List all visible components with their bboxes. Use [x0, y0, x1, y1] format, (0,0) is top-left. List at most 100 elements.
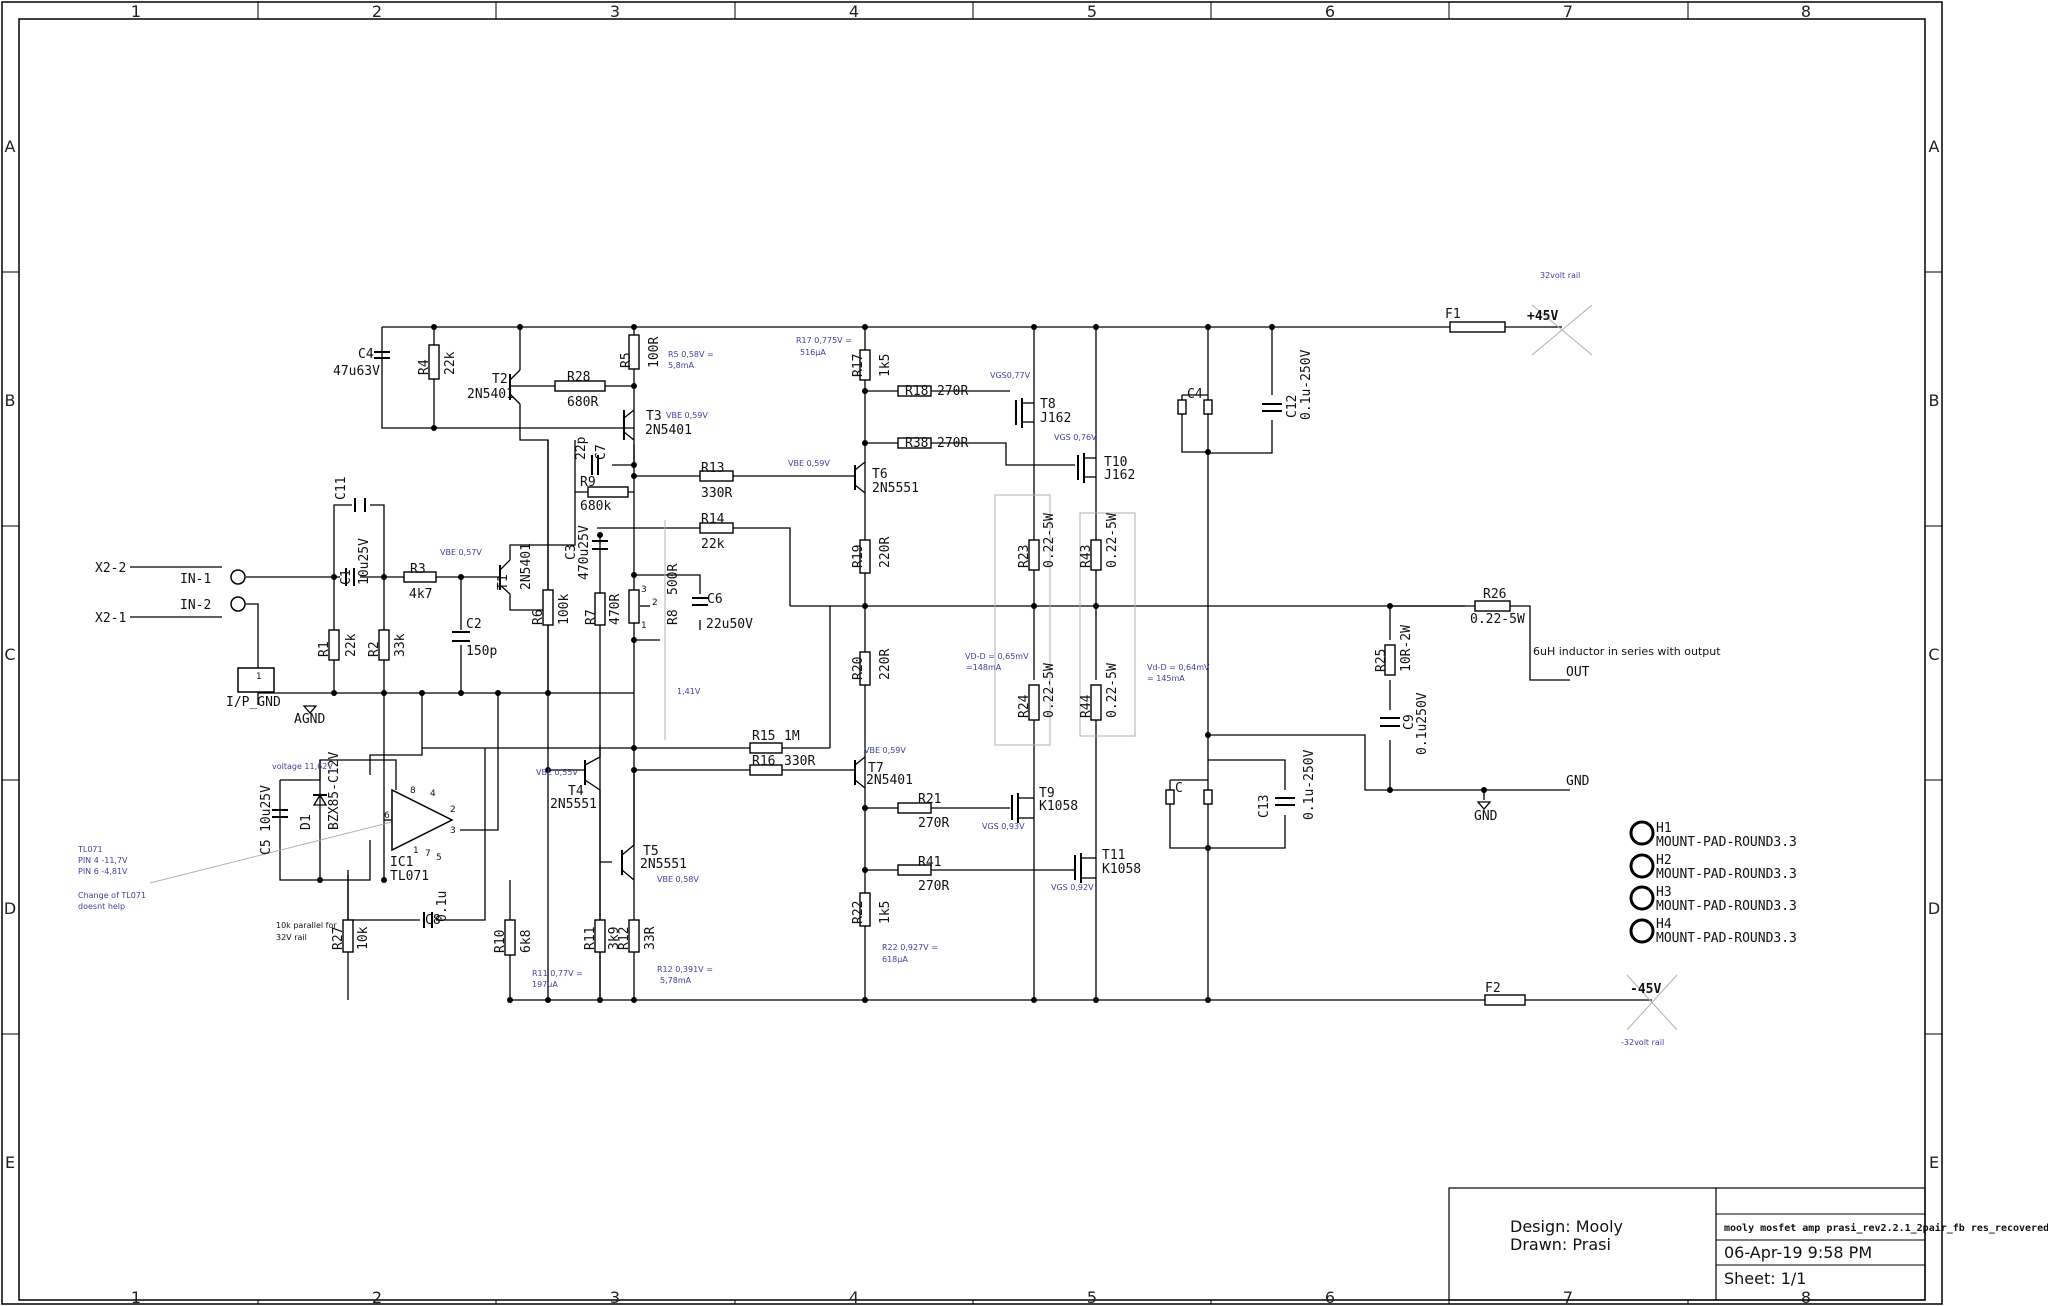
label-t2-value: 2N5401: [467, 387, 514, 402]
label-ic1: IC1: [390, 855, 413, 870]
title-design: Design: Mooly: [1510, 1217, 1623, 1236]
grid-row-d: D: [4, 899, 16, 918]
label-c2: C2: [466, 617, 482, 632]
label-ic-pin-7: 7: [425, 849, 431, 859]
label-c9-value: 0.1u250V: [1415, 692, 1430, 755]
label-r22-value: 1k5: [878, 901, 893, 924]
label-d1: D1: [299, 814, 314, 830]
label-c6: C6: [707, 592, 723, 607]
label-r15-value: 1M: [784, 729, 800, 744]
label-r21-value: 270R: [918, 816, 949, 831]
label-r38-value: 270R: [937, 436, 968, 451]
label-r9-value: 680k: [580, 499, 611, 514]
label-r22: R22: [851, 901, 866, 924]
component-bodies: [230, 304, 1678, 1031]
note-t1: VBE 0,57V: [440, 548, 482, 557]
label-t7-value: 2N5401: [866, 773, 913, 788]
label-r17-value: 1k5: [878, 354, 893, 377]
label-t5: T5: [643, 844, 659, 859]
label-t2: T2: [492, 372, 508, 387]
label-h2: H2: [1656, 853, 1672, 868]
label-t3-value: 2N5401: [645, 423, 692, 438]
label-r8-value: 500R: [666, 564, 681, 595]
label-r27-value: 10k: [356, 926, 371, 950]
label-out: OUT: [1566, 665, 1590, 680]
title-sheet: Sheet: 1/1: [1724, 1269, 1806, 1288]
label-c12-value: 0.1u-250V: [1299, 349, 1314, 420]
label-r26-value: 0.22-5W: [1470, 612, 1525, 627]
label-t8: T8: [1040, 397, 1056, 412]
grid-row-b: B: [5, 391, 16, 410]
connector-labels: X2-2 X2-1 IN-1 IN-2 1 I/P_GND AGND +45V …: [95, 271, 1721, 1047]
label-r3-value: 4k7: [409, 587, 432, 602]
note-t8: VGS0,77V: [990, 371, 1031, 380]
note-r11: R11 0,77V =: [532, 969, 583, 978]
label-c5-value: 10u25V: [259, 785, 274, 832]
label-r8: R8: [666, 609, 681, 625]
label-c4: C4: [358, 347, 374, 362]
grid-row-d-right: D: [1928, 899, 1940, 918]
note-pos-rail: 32volt rail: [1540, 271, 1580, 280]
label-r24-value: 0.22-5W: [1042, 663, 1057, 718]
label-c4-plus: C4: [1187, 387, 1203, 402]
label-r9: R9: [580, 475, 596, 490]
label-h2-value: MOUNT-PAD-ROUND3.3: [1656, 867, 1797, 882]
grid-col-4: 4: [849, 2, 859, 21]
label-c5: C5: [259, 839, 274, 855]
grid-col-5: 5: [1087, 2, 1097, 21]
label-ic-pin-1: 1: [413, 846, 419, 856]
label-r7-value: 470R: [608, 594, 623, 625]
label-r4: R4: [417, 359, 432, 375]
label-c13-value: 0.1u-250V: [1302, 749, 1317, 820]
grid-row-c: C: [4, 645, 15, 664]
label-inductor-note: 6uH inductor in series with output: [1533, 645, 1721, 658]
label-ic-pin-4: 4: [430, 789, 436, 799]
label-c8-value: 0.1u: [435, 891, 450, 922]
grid-col-3-bottom: 3: [610, 1288, 620, 1306]
measurement-notes: R5 0,58V = 5,8mA VBE 0,59V R17 0,775V = …: [77, 336, 1210, 989]
label-t5-value: 2N5551: [640, 857, 687, 872]
label-r12: R12: [617, 927, 632, 950]
label-ip-pin: 1: [256, 672, 262, 682]
label-pot-pin-1: 1: [641, 621, 647, 631]
label-ic-pin-8: 8: [410, 786, 416, 796]
junctions: [317, 324, 1487, 1003]
label-t4-value: 2N5551: [550, 797, 597, 812]
label-pot-pin-3: 3: [641, 585, 647, 595]
label-c7-value: 22p: [574, 436, 589, 460]
label-h4: H4: [1656, 917, 1672, 932]
grid-col-6: 6: [1325, 2, 1335, 21]
grid-col-7-bottom: 7: [1563, 1288, 1573, 1306]
label-t3: T3: [646, 409, 662, 424]
sheet-border: 1 2 3 4 5 6 7 8 1 2 3 4 5 6 7 8 A B C D …: [1, 1, 1943, 1306]
grid-row-e: E: [5, 1153, 15, 1172]
label-r18-value: 270R: [937, 384, 968, 399]
note-r22-b: 618µA: [882, 955, 908, 964]
label-t1-value: 2N5401: [519, 543, 534, 590]
component-labels: C4 47u63V R4 22k T2 2N5401 R28 680R R5 1…: [259, 307, 1797, 996]
label-d1-value: BZX85-C12V: [327, 752, 342, 830]
title-project: mooly mosfet amp prasi_rev2.2.1_2pair_fb…: [1724, 1222, 2048, 1234]
note-voltage: voltage 11,62V: [272, 762, 333, 771]
label-r20: R20: [851, 657, 866, 680]
label-r5-value: 100R: [647, 337, 662, 368]
label-r18: R18: [905, 384, 928, 399]
label-r24: R24: [1017, 694, 1032, 718]
label-t4: T4: [568, 784, 584, 799]
note-tl071-b: PIN 4 -11,7V: [78, 856, 128, 865]
note-r17-b: 516µA: [800, 348, 826, 357]
label-r41-value: 270R: [918, 879, 949, 894]
label-c8: C8: [425, 913, 441, 928]
label-r10-value: 6k8: [519, 930, 534, 953]
grid-col-2-bottom: 2: [372, 1288, 382, 1306]
label-r1: R1: [317, 641, 332, 657]
label-ic-pin-5: 5: [436, 853, 442, 863]
label-t6: T6: [872, 467, 888, 482]
label-ic-pin-3: 3: [450, 826, 456, 836]
label-gnd: GND: [1566, 774, 1590, 789]
label-t10-value: J162: [1104, 468, 1135, 483]
label-h1-value: MOUNT-PAD-ROUND3.3: [1656, 835, 1797, 850]
label-c12: C12: [1285, 395, 1300, 418]
label-neg-rail: -45V: [1630, 982, 1661, 997]
label-c-bottom: C: [1175, 781, 1183, 796]
